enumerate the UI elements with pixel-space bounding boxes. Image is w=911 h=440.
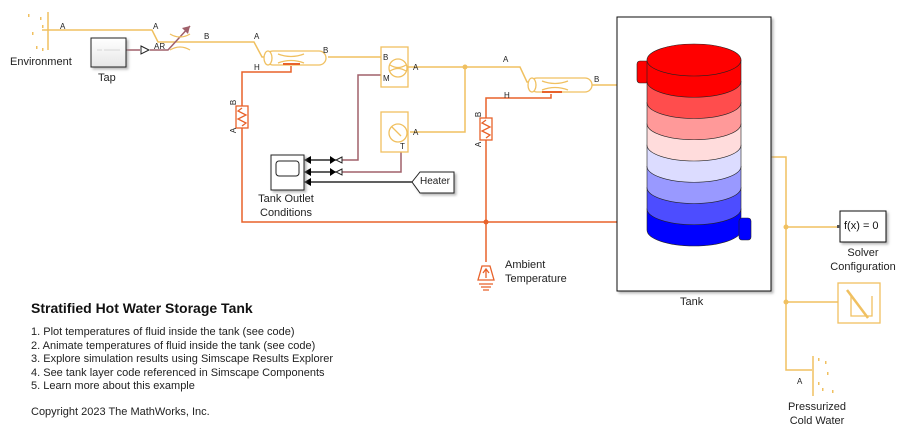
- junction-dots: [462, 64, 789, 305]
- cold-water-block[interactable]: [812, 356, 834, 396]
- thermal-lines: [241, 66, 617, 262]
- pipe1-block[interactable]: [263, 50, 327, 66]
- thermal-junction-dot: [483, 219, 489, 225]
- port-label: A: [474, 141, 484, 148]
- environment-label: Environment: [10, 56, 72, 68]
- valve-block[interactable]: [169, 33, 191, 51]
- flowsensor-to-pipe2-line: [408, 66, 532, 83]
- example-links: 1. Plot temperatures of fluid inside the…: [31, 326, 333, 394]
- port-label: B: [204, 32, 210, 41]
- copyright: Copyright 2023 The MathWorks, Inc.: [31, 406, 210, 418]
- valve-arrow-head: [182, 26, 190, 34]
- port-label: A: [153, 22, 159, 31]
- port-label: AR: [154, 42, 166, 51]
- tank-to-coldwater-line: [771, 156, 812, 371]
- port-label: B: [474, 111, 484, 118]
- solver-configuration-block[interactable]: [837, 210, 887, 243]
- port-label: B: [594, 75, 600, 84]
- pipe1-h-line: [241, 66, 292, 106]
- fluid-properties-block[interactable]: [837, 282, 881, 324]
- tank-block[interactable]: [616, 16, 772, 292]
- port-label: H: [504, 91, 510, 100]
- tempsensor-branch-line: [410, 67, 466, 133]
- tap-label: Tap: [98, 72, 116, 84]
- port-label: A: [797, 377, 803, 386]
- flow-sensor-block[interactable]: [380, 46, 409, 88]
- model-title: Stratified Hot Water Storage Tank: [31, 300, 253, 316]
- tank-label: Tank: [680, 296, 704, 308]
- signal-arrowheads: [304, 156, 336, 186]
- tank-lid: [646, 43, 742, 77]
- port-label: A: [413, 128, 419, 137]
- heater-from-block[interactable]: [411, 171, 455, 194]
- link-results-explorer[interactable]: 3. Explore simulation results using Sims…: [31, 353, 334, 365]
- port-label: H: [254, 63, 260, 72]
- link-animate-temperatures[interactable]: 2. Animate temperatures of fluid inside …: [31, 339, 316, 352]
- physical-signal-lines: [126, 25, 402, 173]
- solver-expression: f(x) = 0: [844, 220, 879, 232]
- tap-block[interactable]: [90, 37, 127, 68]
- thermal-resistor1-block[interactable]: [235, 105, 249, 129]
- heater-label: Heater: [420, 176, 451, 187]
- signal-lines: [305, 159, 412, 183]
- port-label: A: [60, 22, 66, 31]
- ps-converter-arrows: [140, 45, 343, 176]
- scope-block[interactable]: [270, 154, 305, 191]
- link-plot-temperatures[interactable]: 1. Plot temperatures of fluid inside the…: [31, 326, 295, 338]
- port-label: A: [254, 32, 260, 41]
- port-label: A: [503, 55, 509, 64]
- port-label: T: [400, 142, 405, 151]
- port-label: B: [323, 46, 329, 55]
- cold-water-label: Pressurized Cold Water: [787, 401, 847, 427]
- resistor1-to-tank-line: [241, 128, 617, 223]
- pipe2-h-line: [485, 94, 552, 118]
- temp-sensor-block[interactable]: [380, 111, 409, 153]
- port-label: A: [229, 127, 239, 134]
- environment-block[interactable]: [28, 12, 49, 51]
- tank-cold-inlet-nozzle: [738, 217, 752, 241]
- link-learn-more[interactable]: 5. Learn more about this example: [31, 380, 195, 392]
- ambient-temperature-block[interactable]: [477, 265, 495, 291]
- port-label: B: [383, 53, 389, 62]
- thermal-resistor2-block[interactable]: [479, 117, 493, 141]
- link-tank-layer-code[interactable]: 4. See tank layer code referenced in Sim…: [31, 366, 325, 379]
- port-label: A: [413, 63, 419, 72]
- ambient-label: Ambient Temperature: [505, 259, 567, 285]
- tank-layers: [636, 43, 752, 247]
- pipe2-block[interactable]: [527, 77, 593, 93]
- scope-label: Tank Outlet Conditions: [258, 193, 314, 219]
- port-label: B: [229, 99, 239, 106]
- port-label: M: [383, 74, 390, 83]
- env-to-pipe1-line: [42, 29, 268, 58]
- solver-label: Solver Configuration: [830, 247, 896, 273]
